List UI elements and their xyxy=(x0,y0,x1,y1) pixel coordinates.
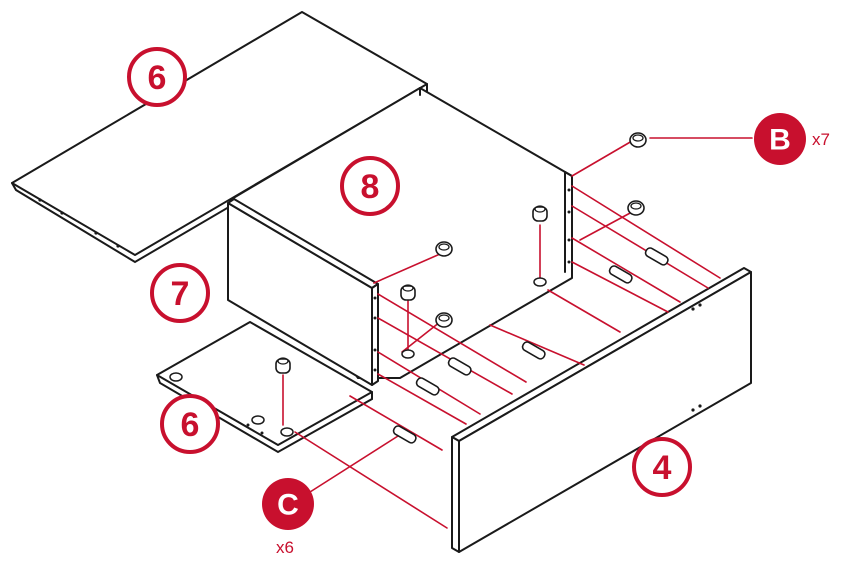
callout-back-panel: 8 xyxy=(340,156,400,216)
callout-bottom-panel-number: 6 xyxy=(181,406,200,444)
callout-side-panel: 7 xyxy=(150,263,210,323)
hardware-badge-b-letter: B xyxy=(769,124,791,157)
callout-bottom-panel: 6 xyxy=(160,394,220,454)
callout-front-panel-number: 4 xyxy=(653,449,672,487)
dowels xyxy=(392,247,669,444)
callout-back-panel-number: 8 xyxy=(361,168,380,206)
hardware-c-quantity: x6 xyxy=(276,538,294,557)
cam-locks xyxy=(275,132,647,374)
side-panel xyxy=(227,198,379,386)
hardware-b-quantity: x7 xyxy=(812,130,830,149)
hardware-badge-c-letter: C xyxy=(277,489,299,522)
bottom-panel xyxy=(156,321,373,454)
front-panel xyxy=(451,267,752,553)
callout-side-panel-number: 7 xyxy=(171,275,190,313)
hardware-badge-c: C x6 xyxy=(262,478,314,557)
callout-front-panel: 4 xyxy=(632,437,692,497)
hardware-badge-b: B x7 xyxy=(754,113,830,165)
callout-top-panel: 6 xyxy=(127,47,187,107)
callout-top-panel-number: 6 xyxy=(148,59,167,97)
top-panel xyxy=(11,11,428,264)
